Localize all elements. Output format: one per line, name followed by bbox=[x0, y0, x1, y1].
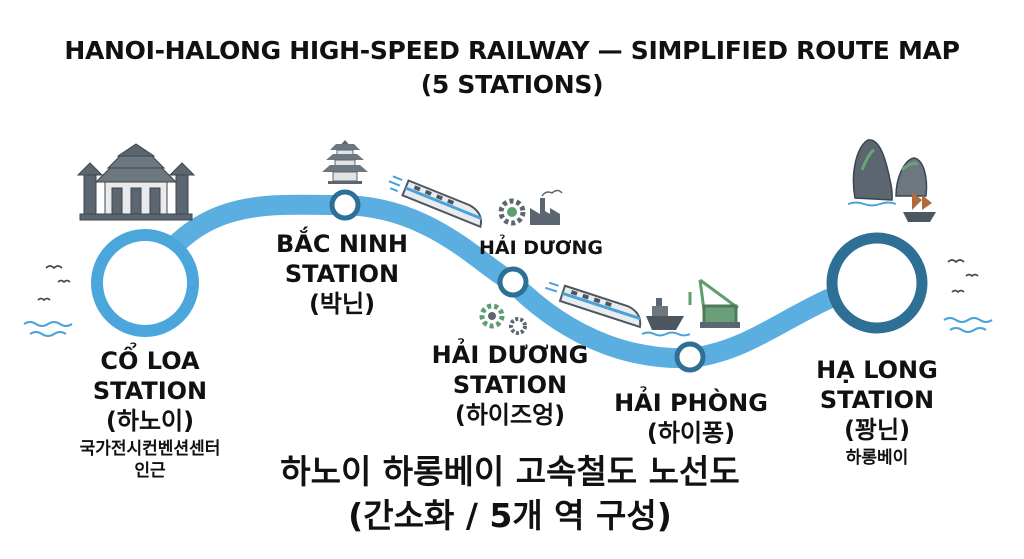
station-marker-hai-duong[interactable] bbox=[497, 266, 529, 298]
korean-title-line1: 하노이 하롱베이 고속철도 노선도 bbox=[280, 452, 740, 491]
train-icon bbox=[388, 175, 483, 229]
station-top-label-hai-duong: HẢI DƯƠNG bbox=[478, 237, 604, 259]
station-marker-ha-long[interactable] bbox=[826, 232, 928, 334]
station-name-line3: (박닌) bbox=[308, 290, 376, 318]
crane-icon bbox=[688, 278, 740, 328]
station-label-hai-phong: HẢI PHÒNG (하이퐁) bbox=[606, 388, 776, 448]
ship-icon bbox=[641, 298, 691, 337]
station-name-line1: HẢI PHÒNG bbox=[614, 389, 768, 417]
korean-title-line2: (간소화 / 5개 역 구성) bbox=[348, 496, 672, 535]
station-marker-hai-phong[interactable] bbox=[674, 341, 706, 373]
factory-icon bbox=[530, 189, 563, 225]
station-note-line1: 국가전시컨벤션센터 bbox=[79, 439, 221, 459]
bird-icon bbox=[37, 259, 979, 302]
station-name-line1: BẮC NINH bbox=[275, 230, 409, 258]
wave-icon bbox=[23, 317, 993, 337]
station-name-line3: (하이즈엉) bbox=[454, 401, 566, 429]
map-title: HANOI-HALONG HIGH-SPEED RAILWAY — SIMPLI… bbox=[0, 34, 1024, 102]
gear-icon bbox=[498, 198, 526, 226]
station-name-line3: (하노이) bbox=[105, 407, 195, 435]
station-label-co-loa: CỔ LOA STATION (하노이) 국가전시컨벤션센터 인근 bbox=[40, 346, 260, 482]
pagoda-icon bbox=[322, 140, 368, 184]
map-title-line1: HANOI-HALONG HIGH-SPEED RAILWAY — SIMPLI… bbox=[64, 36, 960, 65]
station-name-line1: HẠ LONG bbox=[816, 356, 938, 384]
station-note-line2: 인근 bbox=[134, 461, 166, 481]
station-label-hai-duong: HẢI DƯƠNG STATION (하이즈엉) bbox=[430, 340, 590, 430]
station-name-line2: (하이퐁) bbox=[646, 419, 736, 447]
station-label-ha-long: HẠ LONG STATION (꽝닌) 하롱베이 bbox=[802, 355, 952, 469]
station-note-line1: 하롱베이 bbox=[845, 448, 909, 468]
korean-title: 하노이 하롱베이 고속철도 노선도 (간소화 / 5개 역 구성) bbox=[200, 450, 820, 538]
temple-icon bbox=[76, 143, 196, 221]
station-label-bac-ninh: BẮC NINH STATION (박닌) bbox=[262, 229, 422, 319]
station-name-line1: HẢI DƯƠNG bbox=[431, 341, 589, 369]
station-name-line2: STATION bbox=[452, 371, 568, 399]
station-name-line1: CỔ LOA bbox=[100, 347, 200, 375]
station-name-line2: STATION bbox=[819, 386, 935, 414]
station-name-line3: (꽝닌) bbox=[843, 416, 911, 444]
station-name-line2: STATION bbox=[284, 260, 400, 288]
train-icon bbox=[545, 281, 642, 329]
map-title-line2: (5 STATIONS) bbox=[420, 70, 604, 99]
station-name-line2: STATION bbox=[92, 377, 208, 405]
karst-icon bbox=[847, 139, 928, 207]
station-marker-bac-ninh[interactable] bbox=[329, 189, 361, 221]
gear-icon bbox=[479, 303, 527, 335]
station-marker-co-loa[interactable] bbox=[91, 229, 199, 337]
junk-boat-icon bbox=[903, 192, 936, 222]
